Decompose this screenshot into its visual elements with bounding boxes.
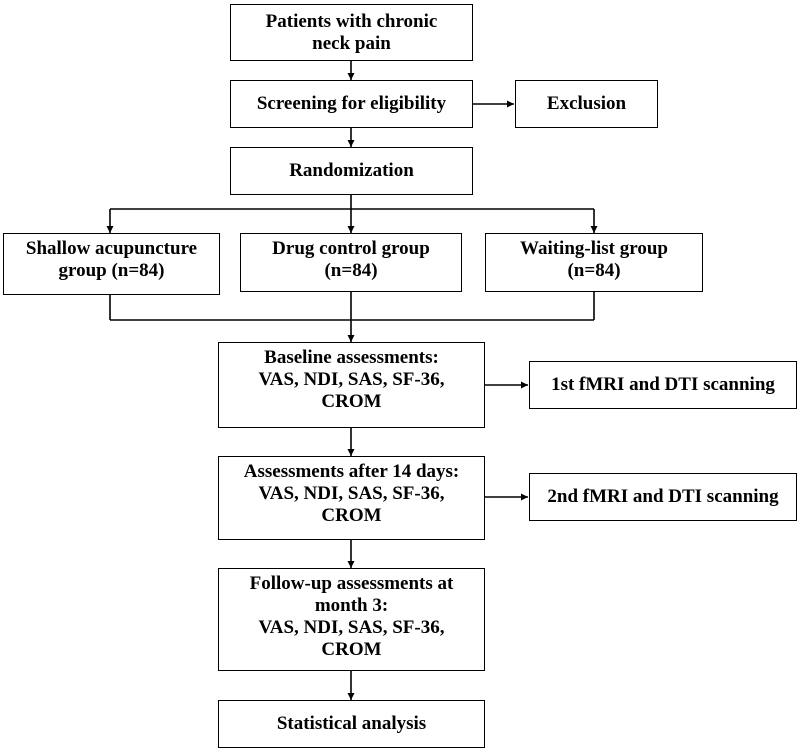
screening-box: Screening for eligibility	[230, 80, 473, 128]
patients-line-1: Patients with chronic	[265, 10, 438, 32]
randomization-box: Randomization	[230, 147, 473, 195]
first-fmri-dti-box: 1st fMRI and DTI scanning	[529, 361, 797, 409]
baseline-assessments-box: Baseline assessments: VAS, NDI, SAS, SF-…	[218, 342, 485, 428]
followup-line-3: VAS, NDI, SAS, SF-36,	[258, 617, 445, 638]
drug-control-group-box: Drug control group (n=84)	[240, 233, 462, 292]
baseline-line-3: CROM	[321, 391, 382, 412]
drug-group-line-1: Drug control group	[272, 238, 430, 259]
waiting-group-line-1: Waiting-list group	[520, 238, 668, 259]
followup-line-4: CROM	[321, 639, 382, 660]
shallow-group-line-1: Shallow acupuncture	[25, 238, 198, 259]
screening-label: Screening for eligibility	[256, 93, 447, 114]
patients-line-2: neck pain	[312, 32, 391, 54]
exclusion-label: Exclusion	[546, 93, 627, 114]
statistical-analysis-box: Statistical analysis	[218, 700, 485, 748]
baseline-line-2: VAS, NDI, SAS, SF-36,	[258, 369, 445, 390]
scan1-label: 1st fMRI and DTI scanning	[551, 374, 775, 395]
day14-line-1: Assessments after 14 days:	[243, 461, 460, 482]
followup-line-1: Follow-up assessments at	[249, 573, 454, 594]
patients-box: Patients with chronic neck pain	[230, 4, 473, 61]
drug-group-line-2: (n=84)	[324, 260, 378, 281]
followup-line-2: month 3:	[314, 595, 389, 616]
followup-assessments-box: Follow-up assessments at month 3: VAS, N…	[218, 568, 485, 671]
shallow-group-line-2: group (n=84)	[58, 260, 165, 281]
waiting-group-line-2: (n=84)	[567, 260, 621, 281]
baseline-line-1: Baseline assessments:	[264, 347, 439, 368]
exclusion-box: Exclusion	[515, 80, 658, 128]
day14-line-2: VAS, NDI, SAS, SF-36,	[258, 483, 445, 504]
scan2-label: 2nd fMRI and DTI scanning	[547, 486, 779, 507]
day14-line-3: CROM	[321, 505, 382, 526]
waiting-list-group-box: Waiting-list group (n=84)	[485, 233, 703, 292]
shallow-acupuncture-group-box: Shallow acupuncture group (n=84)	[3, 233, 220, 295]
second-fmri-dti-box: 2nd fMRI and DTI scanning	[529, 473, 797, 521]
statistics-label: Statistical analysis	[276, 713, 427, 734]
randomization-label: Randomization	[289, 160, 414, 181]
day14-assessments-box: Assessments after 14 days: VAS, NDI, SAS…	[218, 456, 485, 540]
